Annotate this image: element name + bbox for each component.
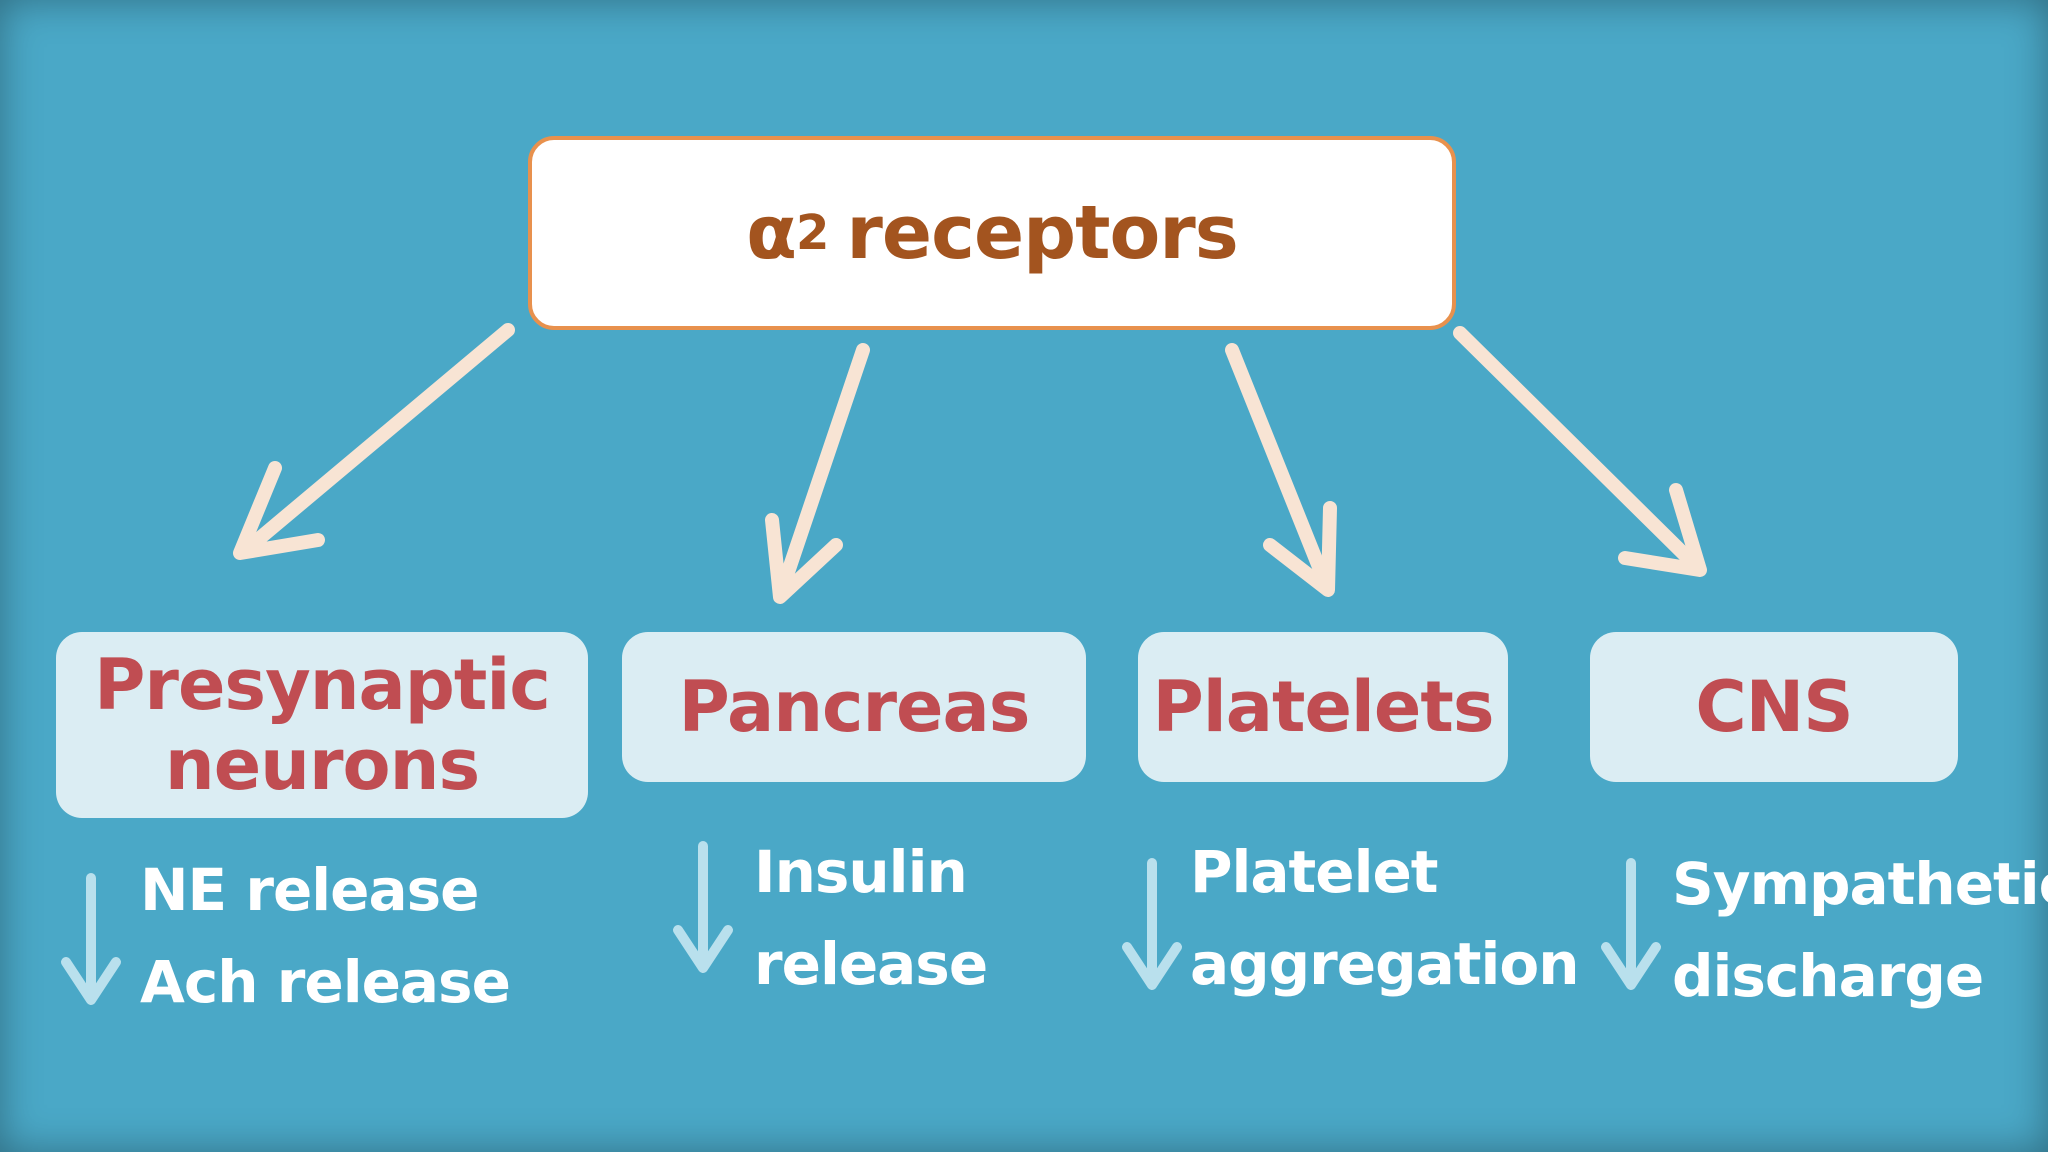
effect-line: aggregation (1190, 930, 1580, 998)
arrow-icon-pancreas (765, 343, 870, 604)
target-label-line: Presynaptic (94, 643, 551, 726)
effect-line: release (754, 930, 988, 998)
root-label: receptors (846, 190, 1238, 276)
effect-pancreas: Insulin release (754, 826, 988, 1010)
target-label-line: neurons (164, 724, 480, 806)
root-subscript: 2 (795, 205, 829, 261)
arrow-icon-cns (1453, 326, 1707, 577)
target-pancreas: Pancreas (622, 632, 1086, 782)
down-arrow-icon (1122, 858, 1182, 990)
effect-cns: Sympathetic discharge (1672, 838, 2048, 1022)
target-platelets: Platelets (1138, 632, 1508, 782)
down-arrow-icon (673, 841, 733, 973)
effect-line: Insulin (754, 838, 968, 906)
target-label-line: Pancreas (678, 665, 1031, 748)
arrow-icon-platelets (1225, 343, 1337, 597)
effect-line: NE release (140, 856, 480, 924)
down-arrow-icon (61, 873, 121, 1005)
target-label-line: CNS (1695, 665, 1853, 748)
effect-line: discharge (1672, 942, 1984, 1010)
effect-line: Ach release (140, 948, 511, 1016)
effect-line: Platelet (1190, 838, 1439, 906)
target-presynaptic-neurons: Presynaptic neurons (56, 632, 588, 818)
effect-line: Sympathetic (1672, 850, 2048, 918)
root-greek-letter: α (746, 190, 797, 276)
effect-platelets: Platelet aggregation (1190, 826, 1580, 1010)
down-arrow-icon (1601, 858, 1661, 990)
target-cns: CNS (1590, 632, 1958, 782)
arrow-icon-presynaptic (233, 323, 515, 560)
target-label-line: Platelets (1152, 665, 1494, 748)
effect-presynaptic: NE release Ach release (140, 844, 511, 1028)
